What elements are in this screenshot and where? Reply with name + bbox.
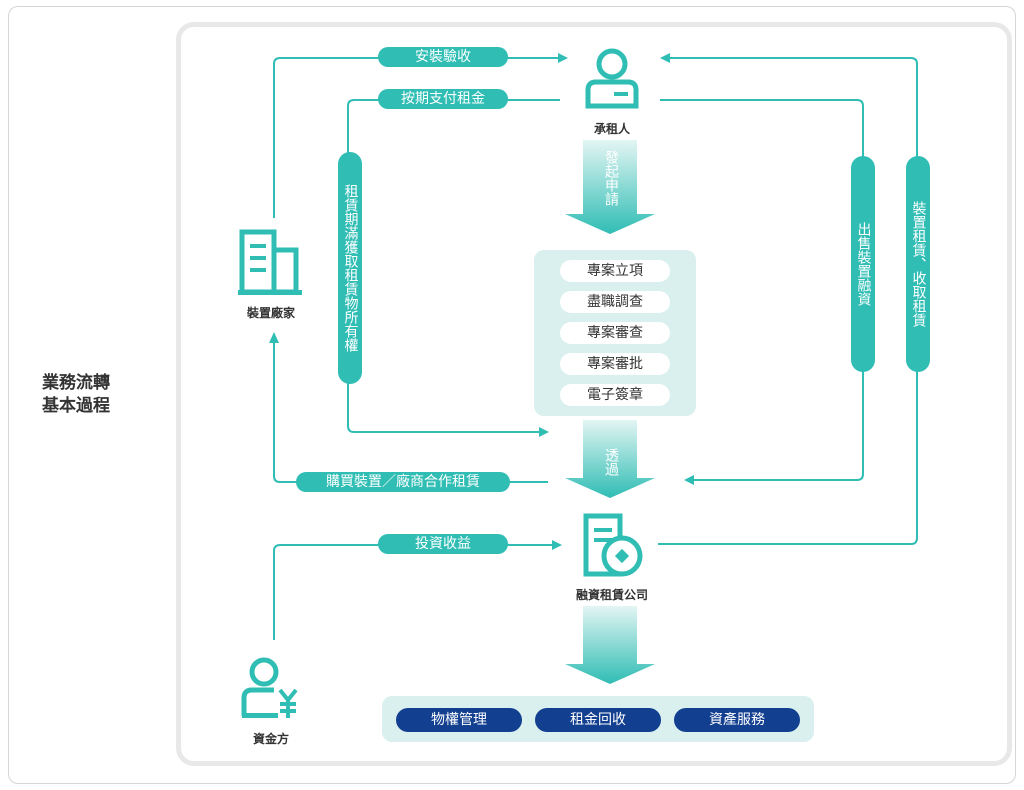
arrowhead-sell [684,475,694,485]
wire-purchase [273,340,548,483]
service-rent-collection: 租金回收 [535,708,661,732]
wire-install-acceptance [273,57,560,218]
investor-label: 資金方 [252,732,289,746]
side-title-line-2: 基本過程 [42,396,110,416]
arrow-to-services [565,606,655,684]
service-asset-services: 資產服務 [674,708,800,732]
wire-pay-rent [347,99,560,433]
arrow-initiate-application [565,140,655,234]
wire-device-lease [658,57,918,545]
process-step: 電子簽章 [560,384,670,406]
process-step: 專案審批 [560,353,670,375]
arrow-through [565,420,655,498]
side-title: 業務流轉 基本過程 [42,372,152,418]
flow-device-lease: 裝置租賃、收取租賃 [906,156,930,372]
arrowhead-lease [660,53,670,63]
flow-sell-device-financing: 出售裝置融資 [851,156,875,372]
investor-icon [241,657,298,718]
arrow-initiate-application-label: 發起申請 [603,150,619,206]
flow-ownership-on-expiry: 租賃期滿獲取租賃物所有權 [338,152,362,384]
process-steps-box: 專案立項 盡職調查 專案審查 專案審批 電子簽章 [534,250,696,416]
wire-investment [273,544,553,640]
flow-pay-rent: 按期支付租金 [378,89,508,109]
service-property-management: 物權管理 [396,708,522,732]
process-step: 盡職調查 [560,291,670,313]
arrowhead-install [558,53,568,63]
lessee-label: 承租人 [593,122,630,136]
arrowhead-investment [552,540,562,550]
arrow-through-label: 透過 [603,448,619,476]
arrowhead-purchase [269,332,279,343]
building-icon [238,229,302,295]
services-box: 物權管理 租金回收 資產服務 [382,696,814,742]
person-icon [585,48,639,109]
process-step: 專案審查 [560,322,670,344]
flow-install-acceptance: 安裝驗收 [378,47,508,67]
flow-purchase-device: 購買裝置／廠商合作租賃 [296,472,510,492]
leasing-company-label: 融資租賃公司 [575,588,648,602]
manufacturer-label: 裝置廠家 [246,306,295,320]
arrowhead-ownership [539,427,549,437]
side-title-line-1: 業務流轉 [42,373,110,393]
flow-investment-return: 投資收益 [378,534,508,554]
process-step: 專案立項 [560,260,670,282]
finance-company-icon [583,513,643,577]
